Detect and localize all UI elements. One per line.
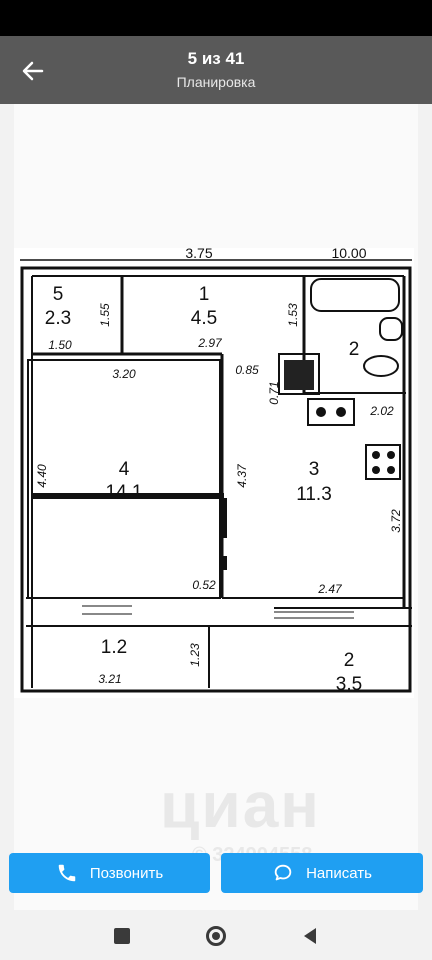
room-5-number: 5: [53, 284, 64, 305]
message-button[interactable]: Написать: [221, 853, 423, 893]
dim-052: 0.52: [192, 578, 216, 592]
home-circle-icon[interactable]: [206, 926, 226, 946]
system-nav-bar: [0, 910, 432, 960]
dim-202: 2.02: [369, 404, 394, 418]
dim-440: 4.40: [35, 464, 49, 488]
floor-plan: 3.75 10.00: [14, 248, 414, 698]
call-button[interactable]: Позвонить: [9, 853, 210, 893]
dim-top-left: 3.75: [185, 248, 212, 261]
room-3-area: 11.3: [296, 484, 332, 505]
dim-320: 3.20: [112, 367, 136, 381]
room-2-number: 2: [349, 339, 360, 360]
back-arrow-icon[interactable]: [18, 56, 48, 86]
balcony-area: 3.5: [336, 674, 362, 695]
phone-icon: [56, 862, 78, 884]
dim-top-right: 10.00: [331, 248, 366, 261]
cian-watermark: циан: [160, 769, 321, 841]
chat-bubble-icon: [272, 862, 294, 884]
dim-155: 1.55: [98, 303, 112, 327]
balcony-number: 2: [344, 650, 355, 671]
app-bar: 5 из 41 Планировка: [0, 36, 432, 104]
dim-372: 3.72: [389, 509, 403, 533]
dim-297: 2.97: [197, 336, 223, 350]
dim-071: 0.71: [267, 381, 281, 404]
dim-247: 2.47: [317, 582, 343, 596]
dim-150: 1.50: [48, 338, 72, 352]
status-bar: [0, 0, 432, 36]
photo-caption: Планировка: [176, 74, 256, 90]
recents-square-icon[interactable]: [112, 926, 132, 946]
room-1-number: 1: [199, 284, 210, 305]
back-triangle-icon[interactable]: [300, 926, 320, 946]
dim-321: 3.21: [98, 672, 121, 686]
call-button-label: Позвонить: [89, 864, 164, 882]
room-4-area: 14.1: [106, 482, 143, 503]
dim-437: 4.37: [235, 463, 249, 488]
loggia-area: 1.2: [101, 637, 127, 658]
message-button-label: Написать: [306, 864, 372, 882]
dim-085: 0.85: [235, 363, 259, 377]
dim-123: 1.23: [188, 643, 202, 667]
dim-153: 1.53: [286, 303, 300, 327]
room-1-area: 4.5: [191, 308, 217, 329]
room-4-number: 4: [119, 459, 130, 480]
room-3-number: 3: [309, 459, 320, 480]
photo-counter: 5 из 41: [187, 49, 245, 68]
room-5-area: 2.3: [45, 308, 71, 329]
